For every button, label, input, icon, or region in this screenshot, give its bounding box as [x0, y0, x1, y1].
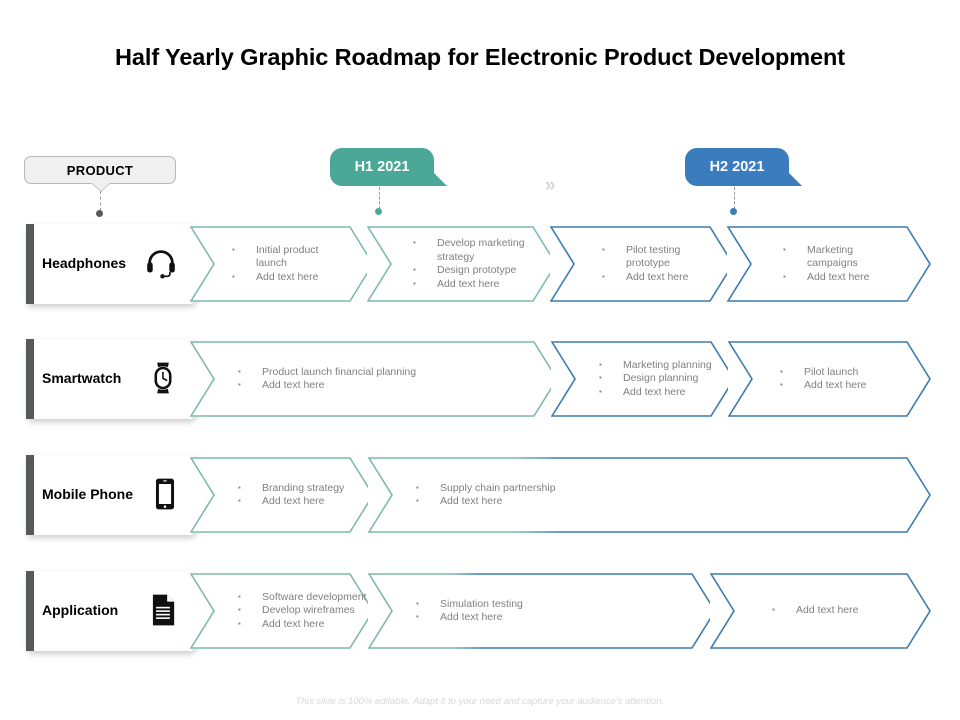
phase-bullets: Initial product launch Add text here [232, 243, 318, 285]
bullet: Simulation testing [416, 597, 523, 612]
phase-bullets: Marketing planning Design planning Add t… [599, 358, 712, 400]
bullet: Pilot testing [602, 243, 688, 258]
smartwatch-icon [146, 361, 180, 395]
footer-note: This slide is 100% editable. Adapt it to… [295, 696, 665, 707]
half-badge-h2-2021[interactable]: H2 2021 [685, 148, 802, 186]
bullet: Marketing planning [599, 358, 712, 373]
bullet: Design prototype [413, 263, 525, 278]
half-badge-h2-label: H2 2021 [709, 159, 765, 175]
bullet: Develop marketing [413, 236, 525, 251]
row-label-text: Smartwatch [42, 370, 122, 386]
bullet: Branding strategy [238, 481, 344, 496]
bullet: Add text here [416, 610, 523, 625]
bullet: Pilot launch [780, 365, 866, 380]
bullet: Add text here [232, 270, 318, 285]
bullet: Add text here [413, 277, 525, 292]
bullet: Supply chain partnership [416, 481, 556, 496]
page-title: Half Yearly Graphic Roadmap for Electron… [115, 44, 845, 70]
product-connector-dot [96, 210, 103, 217]
bullet: Add text here [599, 385, 712, 400]
phase-cell[interactable]: Branding strategy Add text here [190, 457, 374, 533]
bullet: Add text here [602, 270, 688, 285]
phase-cell[interactable]: Pilot testing prototype Add text here [550, 226, 734, 302]
phase-bullets: Software development Develop wireframes … [238, 590, 366, 632]
phase-bullets: Pilot launch Add text here [780, 365, 866, 393]
phase-cell[interactable]: Simulation testing Add text here [368, 573, 716, 649]
bullet: Add text here [780, 378, 866, 393]
row-accent-bar [26, 224, 34, 304]
phase-cell[interactable]: Add text here [710, 573, 931, 649]
phase-bullets: Supply chain partnership Add text here [416, 481, 556, 509]
phase-bullets: Simulation testing Add text here [416, 597, 523, 625]
row-label-text: Application [42, 602, 119, 618]
bullet: Add text here [416, 494, 556, 509]
row-label-headphones[interactable]: Headphones [26, 224, 192, 304]
row-accent-bar [26, 339, 34, 419]
phase-cell[interactable]: Software development Develop wireframes … [190, 573, 374, 649]
phase-cell[interactable]: Marketing planning Design planning Add t… [551, 341, 735, 417]
product-connector-line [100, 191, 101, 211]
half-separator-chevron-icon: » [545, 175, 555, 196]
h1-connector-line [379, 187, 380, 209]
mobile-phone-icon [148, 477, 182, 511]
product-tag[interactable]: PRODUCT [24, 156, 176, 184]
h1-connector-dot [375, 208, 382, 215]
phase-bullets: Develop marketing strategy Design protot… [413, 236, 525, 292]
row-label-text: Headphones [42, 255, 127, 271]
phase-bullets: Add text here [772, 603, 858, 618]
phase-bullets: Marketing campaigns Add text here [783, 243, 869, 285]
row-label-text: Mobile Phone [42, 486, 133, 502]
bullet: Add text here [238, 378, 416, 393]
phase-cell[interactable]: Marketing campaigns Add text here [727, 226, 931, 302]
bullet: Add text here [238, 494, 344, 509]
phase-cell[interactable]: Supply chain partnership Add text here [368, 457, 931, 533]
row-accent-bar [26, 455, 34, 535]
bullet: campaigns [807, 257, 858, 270]
half-badge-h1-label: H1 2021 [354, 159, 410, 175]
bullet: launch [256, 257, 287, 270]
bullet: Develop wireframes [238, 603, 366, 618]
document-icon [146, 593, 180, 627]
headset-icon [144, 247, 178, 281]
bullet: Software development [238, 590, 366, 605]
bullet: prototype [626, 257, 670, 270]
bullet: Add text here [783, 270, 869, 285]
half-badge-h1-2021[interactable]: H1 2021 [330, 148, 447, 186]
h2-connector-dot [730, 208, 737, 215]
row-accent-bar [26, 571, 34, 651]
phase-cell[interactable]: Pilot launch Add text here [728, 341, 931, 417]
phase-bullets: Product launch financial planning Add te… [238, 365, 416, 393]
row-label-mobile-phone[interactable]: Mobile Phone [26, 455, 192, 535]
phase-bullets: Pilot testing prototype Add text here [602, 243, 688, 285]
bullet: Add text here [238, 617, 366, 632]
product-tag-notch [92, 183, 110, 191]
bullet: Product launch financial planning [238, 365, 416, 380]
bullet: Design planning [599, 371, 712, 386]
phase-cell[interactable]: Initial product launch Add text here [190, 226, 374, 302]
bullet: Marketing [783, 243, 869, 258]
bullet: Initial product [232, 243, 318, 258]
bullet: Add text here [772, 603, 858, 618]
bullet: strategy [437, 250, 475, 263]
phase-bullets: Branding strategy Add text here [238, 481, 344, 509]
h2-connector-line [734, 187, 735, 209]
phase-cell[interactable]: Product launch financial planning Add te… [190, 341, 558, 417]
phase-cell[interactable]: Develop marketing strategy Design protot… [367, 226, 557, 302]
product-tag-label: PRODUCT [66, 162, 134, 178]
